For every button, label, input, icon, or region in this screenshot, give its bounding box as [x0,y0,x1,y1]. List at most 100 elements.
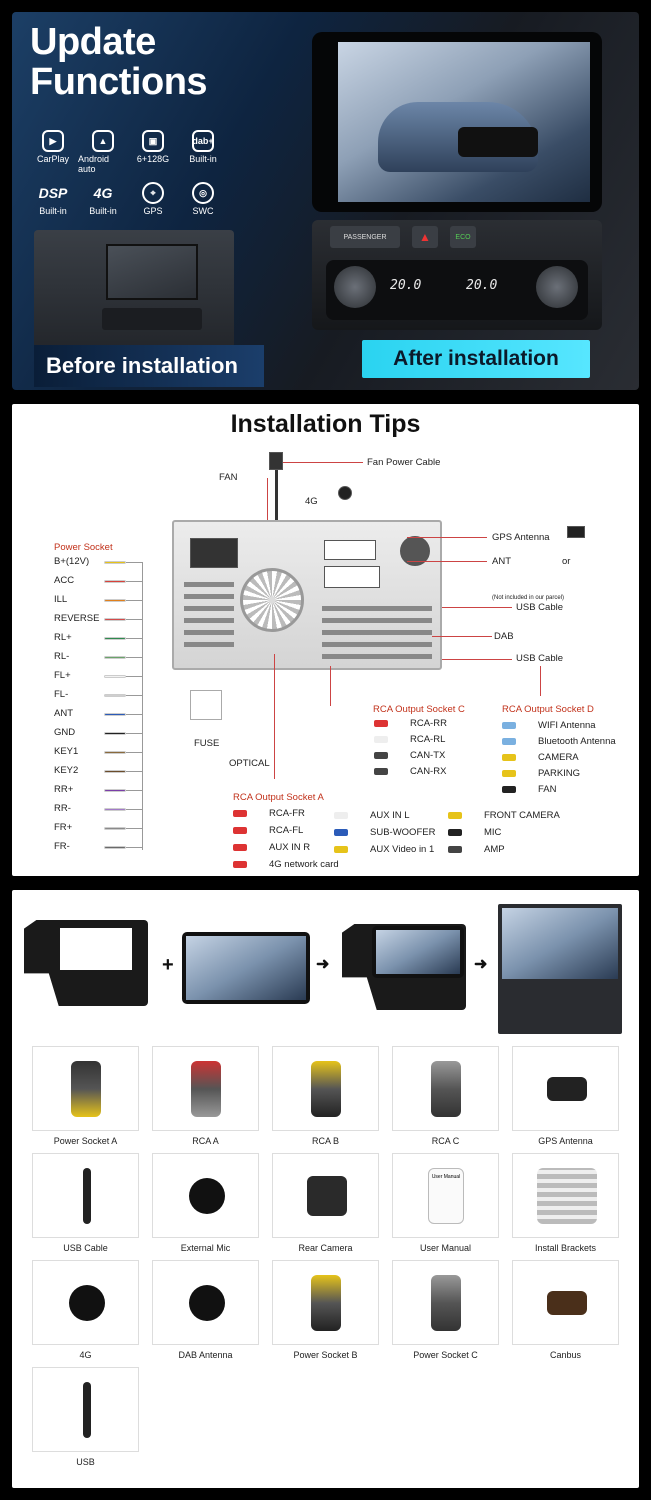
before-installation-photo [34,230,234,348]
fan-cable [275,470,278,550]
installation-tips-heading: Installation Tips [230,410,421,438]
accessory-tile [152,1260,259,1345]
arrow-right-icon: ➜ [474,956,488,973]
plug-icon [233,844,247,851]
stock-controls [102,308,202,330]
plug-icon [334,829,348,836]
head-unit-screen [338,42,590,202]
power-pin-label: ANT [54,708,73,719]
socket-item-label: FAN [538,784,557,795]
not-included-note: (Not included in our parcel) [492,595,565,601]
after-installation-label: After installation [362,340,590,378]
wire-icon [104,751,126,754]
socket-item-label: AUX Video in 1 [370,844,435,855]
feature-item: ▲Android auto [78,130,128,174]
wire-icon [104,675,126,678]
power-socket-connector [190,538,238,568]
plug-icon [448,829,462,836]
accessory-label: 4G [79,1350,92,1360]
feature-label: Built-in [89,206,117,216]
gps-antenna-icon [547,1077,587,1101]
power-pin-label: ILL [54,594,68,605]
suv-grille [458,127,538,157]
fan-label: FAN [219,472,238,483]
dab-icon: dab+ [192,130,214,152]
socket-item-label: RCA-FR [269,808,305,819]
climate-panel: PASSENGER ▲ ECO 20.0 20.0 [312,220,602,330]
gps-antenna-icon [567,526,585,538]
socket-item-label: RCA-FL [269,825,304,836]
temp-right: 20.0 [466,278,498,293]
wire-icon [104,694,126,697]
wire-icon [104,808,126,811]
before-installation-label: Before installation [34,345,264,387]
gps-antenna-label: GPS Antenna [492,532,550,543]
plug-icon [233,810,247,817]
accessory-tile [152,1153,259,1238]
arrow-right-icon: ➜ [316,956,330,973]
socket-item-label: Bluetooth Antenna [538,736,616,747]
wire-icon [104,618,126,621]
4g-antenna-icon [69,1285,105,1321]
socket-item-label: FRONT CAMERA [484,810,560,821]
feature-label: Built-in [189,154,217,164]
accessory-tile [32,1046,139,1131]
plug-icon [374,752,388,759]
power-pin-label: B+(12V) [54,556,90,567]
wire-icon [104,789,126,792]
power-pin-label: RL- [54,651,70,662]
usb-icon [83,1382,91,1438]
fuse-icon [190,690,222,720]
feature-label: Built-in [39,206,67,216]
rca-cable-icon [311,1061,341,1117]
wire-icon [104,637,126,640]
power-pin-label: FR- [54,841,70,852]
fan-plug [269,452,283,470]
power-socket-title: Power Socket [54,542,113,553]
power-pin-label: ACC [54,575,75,586]
canbus-icon [547,1291,587,1315]
head-unit-monitor [312,32,602,212]
socket-item-label: AUX IN L [370,810,410,821]
feature-item: ◎SWC [178,182,228,216]
wire-icon [104,827,126,830]
accessory-label: External Mic [180,1243,231,1253]
plug-icon [502,754,516,761]
accessory-tile [512,1046,619,1131]
temp-knob-right [536,266,578,308]
plug-icon [448,846,462,853]
power-pin-label: FR+ [54,822,73,833]
power-pin-label: GND [54,727,76,738]
plug-icon [334,846,348,853]
or-label: or [562,556,571,567]
plug-icon [233,827,247,834]
fuse-label: FUSE [194,738,220,749]
installed-car-image [498,904,622,1034]
accessory-tile [512,1260,619,1345]
power-pin-label: FL- [54,689,69,700]
wire-icon [104,770,126,773]
wire-icon [104,599,126,602]
power-pin-label: RL+ [54,632,72,643]
rca-c-title: RCA Output Socket C [373,704,465,715]
plug-icon [502,770,516,777]
feature-label: 6+128G [136,154,170,164]
accessory-label: USB Cable [63,1243,108,1253]
hero-banner: Update Functions ▶CarPlay▲Android auto▣6… [12,12,639,390]
rca-d-title: RCA Output Socket D [502,704,594,715]
dash-frame-image [24,920,148,1006]
accessory-tile [392,1046,499,1131]
4g-antenna-icon [338,486,352,500]
feature-label: CarPlay [36,154,69,164]
accessory-label: Install Brackets [534,1243,597,1253]
wire-icon [104,656,126,659]
socket-item-label: SUB-WOOFER [370,827,436,838]
accessory-label: Canbus [549,1350,582,1360]
manual-icon [428,1168,464,1224]
socket-item-label: RCA-RL [410,734,446,745]
accessory-tile [32,1260,139,1345]
usb-cable-icon [83,1168,91,1224]
